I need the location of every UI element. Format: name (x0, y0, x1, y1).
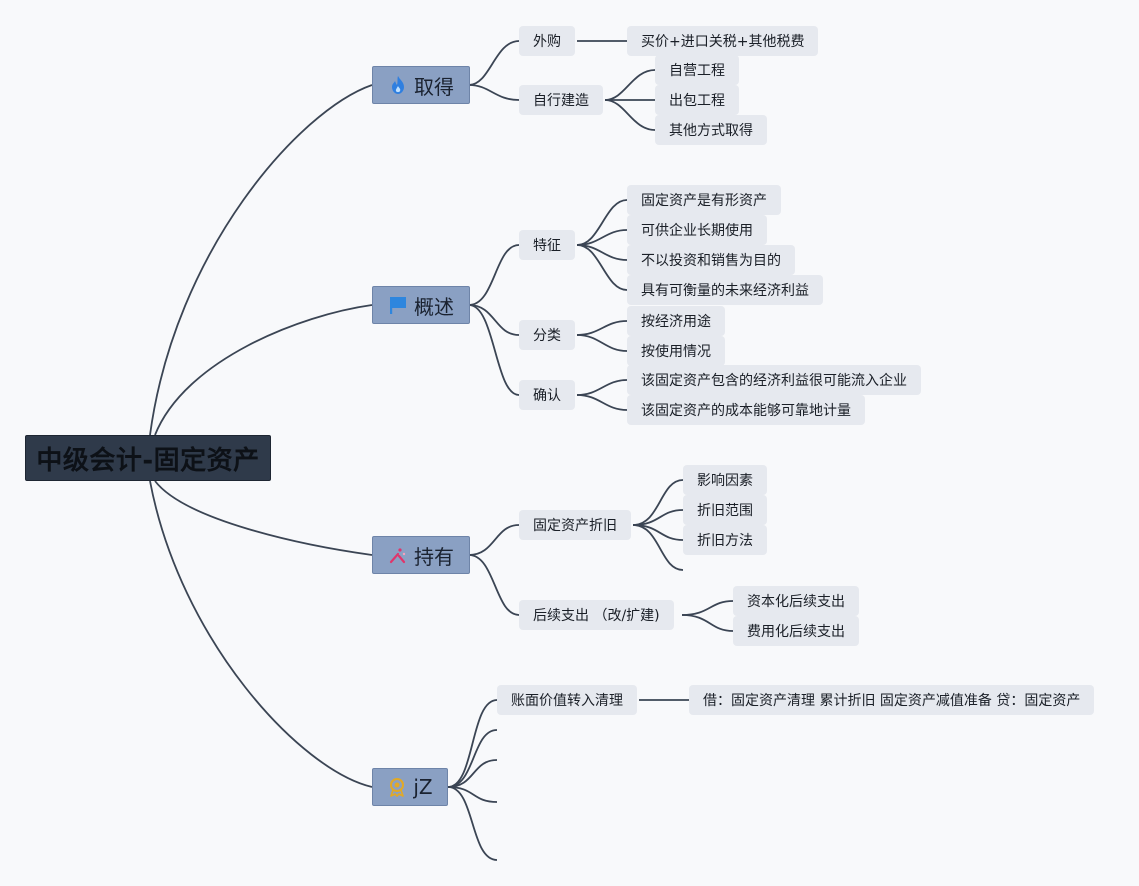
node-category-item-2[interactable]: 按使用情况 (627, 336, 725, 366)
link-root-acquire (149, 84, 373, 436)
node-depreciation-item-3[interactable]: 折旧方法 (683, 525, 767, 555)
node-followup-item-1-label: 资本化后续支出 (747, 594, 845, 610)
link-followup-2 (681, 614, 734, 632)
link-selfbuild-1 (604, 69, 656, 101)
link-features-4 (576, 244, 628, 291)
node-followup-item-2-label: 费用化后续支出 (747, 624, 845, 640)
node-transfer-detail-label: 借：固定资产清理 累计折旧 固定资产减值准备 贷：固定资产 (703, 693, 1081, 709)
node-selfbuild-item-2-label: 出包工程 (669, 93, 725, 109)
node-followup-item-2[interactable]: 费用化后续支出 (733, 616, 859, 646)
link-hold-depreciation (468, 524, 520, 556)
link-acquire-selfbuild (468, 84, 520, 101)
link-selfbuild-3 (604, 99, 656, 131)
root-topic-label: 中级会计-固定资产 (36, 445, 260, 476)
link-followup-1 (681, 600, 734, 616)
link-confirm-2 (576, 394, 628, 411)
node-depreciation-item-1-label: 影响因素 (697, 473, 753, 489)
link-confirm-1 (576, 379, 628, 396)
node-purchase-detail[interactable]: 买价+进口关税+其他税费 (627, 26, 819, 56)
node-depreciation-item-2-label: 折旧范围 (697, 503, 753, 519)
node-confirm-label: 确认 (533, 388, 561, 404)
node-selfbuild-item-1[interactable]: 自营工程 (655, 55, 739, 85)
branch-disposal-label: jZ (413, 775, 433, 799)
fire-icon (388, 75, 408, 95)
node-features-item-3[interactable]: 不以投资和销售为目的 (627, 245, 795, 275)
link-disposal-2 (447, 729, 498, 788)
node-depreciation-item-3-label: 折旧方法 (697, 533, 753, 549)
node-transfer-detail[interactable]: 借：固定资产清理 累计折旧 固定资产减值准备 贷：固定资产 (689, 685, 1095, 715)
branch-overview-label: 概述 (414, 294, 454, 319)
link-disposal-5 (447, 786, 498, 861)
node-followup-label: 后续支出 （改/扩建) (533, 608, 660, 624)
node-features-item-1-label: 固定资产是有形资产 (641, 193, 767, 209)
link-disposal-3 (447, 759, 498, 788)
sparkle-icon (388, 545, 408, 565)
node-features-item-1[interactable]: 固定资产是有形资产 (627, 185, 781, 215)
link-disposal-transfer (447, 699, 498, 788)
node-confirm-item-2-label: 该固定资产的成本能够可靠地计量 (641, 403, 851, 419)
link-depr-4 (632, 524, 684, 571)
link-overview-category (468, 304, 520, 336)
branch-acquire[interactable]: 取得 (372, 66, 470, 104)
node-category-label: 分类 (533, 328, 561, 344)
node-depreciation-item-1[interactable]: 影响因素 (683, 465, 767, 495)
node-features-label: 特征 (533, 238, 561, 254)
link-overview-features (468, 244, 520, 306)
branch-overview[interactable]: 概述 (372, 286, 470, 324)
node-category[interactable]: 分类 (519, 320, 575, 350)
node-selfbuild-label: 自行建造 (533, 93, 589, 109)
node-features-item-4[interactable]: 具有可衡量的未来经济利益 (627, 275, 823, 305)
link-category-2 (576, 334, 628, 352)
flag-icon (388, 295, 408, 315)
node-selfbuild-item-2[interactable]: 出包工程 (655, 85, 739, 115)
node-followup[interactable]: 后续支出 （改/扩建) (519, 600, 674, 630)
link-hold-followup (468, 554, 520, 616)
node-depreciation[interactable]: 固定资产折旧 (519, 510, 631, 540)
link-root-disposal (149, 480, 373, 788)
branch-hold[interactable]: 持有 (372, 536, 470, 574)
node-features-item-3-label: 不以投资和销售为目的 (641, 253, 781, 269)
node-depreciation-label: 固定资产折旧 (533, 518, 617, 534)
link-overview-confirm (468, 304, 520, 396)
node-selfbuild-item-1-label: 自营工程 (669, 63, 725, 79)
node-category-item-1[interactable]: 按经济用途 (627, 306, 725, 336)
link-root-overview (154, 304, 373, 436)
node-features[interactable]: 特征 (519, 230, 575, 260)
node-purchase-detail-label: 买价+进口关税+其他税费 (641, 34, 805, 50)
node-features-item-2[interactable]: 可供企业长期使用 (627, 215, 767, 245)
node-selfbuild-item-3[interactable]: 其他方式取得 (655, 115, 767, 145)
node-confirm[interactable]: 确认 (519, 380, 575, 410)
link-acquire-purchase (468, 40, 520, 86)
node-category-item-2-label: 按使用情况 (641, 344, 711, 360)
root-topic[interactable]: 中级会计-固定资产 (25, 435, 271, 481)
node-followup-item-1[interactable]: 资本化后续支出 (733, 586, 859, 616)
node-features-item-2-label: 可供企业长期使用 (641, 223, 753, 239)
node-selfbuild[interactable]: 自行建造 (519, 85, 603, 115)
node-confirm-item-1-label: 该固定资产包含的经济利益很可能流入企业 (641, 373, 907, 389)
node-transfer[interactable]: 账面价值转入清理 (497, 685, 637, 715)
node-transfer-label: 账面价值转入清理 (511, 693, 623, 709)
node-features-item-4-label: 具有可衡量的未来经济利益 (641, 283, 809, 299)
node-category-item-1-label: 按经济用途 (641, 314, 711, 330)
medal-icon (387, 777, 407, 797)
link-disposal-4 (447, 786, 498, 803)
node-purchase-label: 外购 (533, 34, 561, 50)
branch-hold-label: 持有 (414, 544, 454, 569)
node-purchase[interactable]: 外购 (519, 26, 575, 56)
branch-disposal[interactable]: jZ (372, 768, 448, 806)
link-category-1 (576, 320, 628, 336)
node-depreciation-item-2[interactable]: 折旧范围 (683, 495, 767, 525)
node-confirm-item-1[interactable]: 该固定资产包含的经济利益很可能流入企业 (627, 365, 921, 395)
branch-acquire-label: 取得 (414, 74, 454, 99)
link-root-hold (154, 480, 373, 556)
node-confirm-item-2[interactable]: 该固定资产的成本能够可靠地计量 (627, 395, 865, 425)
node-selfbuild-item-3-label: 其他方式取得 (669, 123, 753, 139)
